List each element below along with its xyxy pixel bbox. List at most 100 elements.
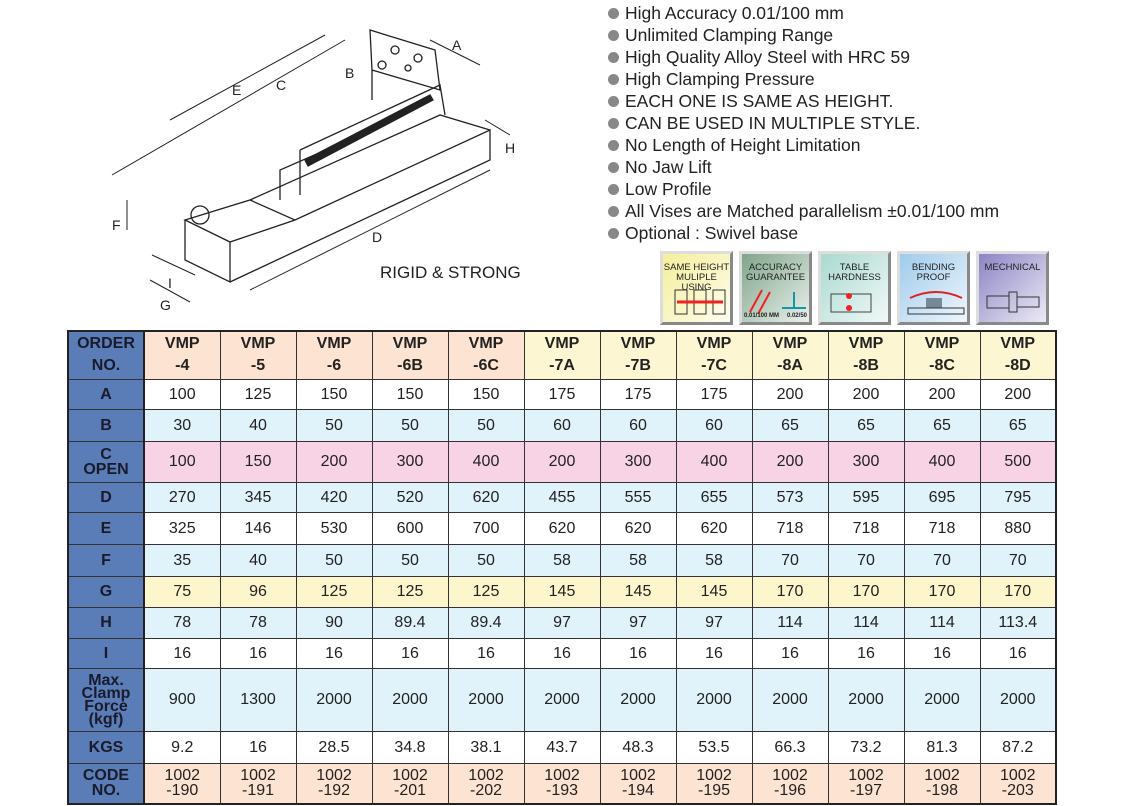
table-cell: 1002-194 xyxy=(599,762,677,805)
table-cell: 65 xyxy=(979,408,1057,442)
feature-item: High Clamping Pressure xyxy=(608,68,999,90)
cell-line: (kgf) xyxy=(88,710,124,728)
table-cell: 58 xyxy=(523,543,601,577)
table-cell: 53.5 xyxy=(675,730,753,764)
cell-line: 1002 xyxy=(924,767,960,785)
cell-line: -8B xyxy=(853,357,879,375)
row-label: B xyxy=(67,408,145,442)
feature-text: No Jaw Lift xyxy=(625,157,712,177)
table-cell: 16 xyxy=(751,637,829,669)
table-cell: 2000 xyxy=(295,667,373,732)
table-cell: 50 xyxy=(447,543,525,577)
table-cell: 50 xyxy=(447,408,525,442)
table-cell: 200 xyxy=(827,378,905,410)
table-cell: 573 xyxy=(751,481,829,513)
feature-text: High Clamping Pressure xyxy=(625,69,815,89)
table-cell: 97 xyxy=(523,606,601,639)
table-cell: 1002-203 xyxy=(979,762,1057,805)
cell-line: -190 xyxy=(166,782,199,800)
model-header: VMP-7C xyxy=(675,330,753,380)
table-cell: 1002-191 xyxy=(219,762,297,805)
table-cell: 58 xyxy=(675,543,753,577)
table-cell: 300 xyxy=(371,440,449,483)
feature-text: CAN BE USED IN MULTIPLE STYLE. xyxy=(625,113,921,133)
cell-line: -193 xyxy=(545,782,579,800)
row-label: E xyxy=(67,511,145,545)
cell-line: 1002 xyxy=(164,767,201,785)
table-cell: 70 xyxy=(827,543,905,577)
cell-line: -7A xyxy=(549,357,575,375)
table-cell: 113.4 xyxy=(979,606,1057,639)
table-cell: 400 xyxy=(903,440,981,483)
feature-item: CAN BE USED IN MULTIPLE STYLE. xyxy=(608,112,999,134)
badge-title: SAME HEIGHT MULIPLE USING xyxy=(663,262,730,293)
cell-line: VMP xyxy=(468,335,504,353)
table-cell: 795 xyxy=(979,481,1057,513)
bending-proof-badge: BENDING PROOF xyxy=(897,251,970,325)
table-cell: 16 xyxy=(143,637,221,669)
row-label: G xyxy=(67,575,145,608)
feature-badges: SAME HEIGHT MULIPLE USING ACCURACY GUARAN… xyxy=(660,251,1049,325)
table-cell: 28.5 xyxy=(295,730,373,764)
badge-sub1: 0.01/100 MM xyxy=(744,313,780,319)
table-cell: 150 xyxy=(447,378,525,410)
table-cell: 16 xyxy=(979,637,1057,669)
cell-line: OPEN xyxy=(83,460,129,478)
table-cell: 145 xyxy=(675,575,753,608)
table-cell: 200 xyxy=(751,440,829,483)
table-cell: 34.8 xyxy=(371,730,449,764)
cell-line: 1002 xyxy=(468,767,504,785)
table-cell: 555 xyxy=(599,481,677,513)
table-cell: 100 xyxy=(143,440,221,483)
table-cell: 78 xyxy=(143,606,221,639)
table-cell: 125 xyxy=(371,575,449,608)
table-cell: 16 xyxy=(599,637,677,669)
table-cell: 38.1 xyxy=(447,730,525,764)
label-e: E xyxy=(232,82,241,98)
table-cell: 78 xyxy=(219,606,297,639)
table-cell: 1002-190 xyxy=(143,762,221,805)
model-header: VMP-4 xyxy=(143,330,221,380)
table-cell: 200 xyxy=(295,440,373,483)
bullet-icon xyxy=(608,7,619,19)
badge-sub2: 0.02/50 xyxy=(786,313,807,319)
model-header: VMP-8A xyxy=(751,330,829,380)
cell-line: VMP xyxy=(164,335,200,353)
tagline: RIGID & STRONG xyxy=(380,263,521,282)
table-cell: 16 xyxy=(827,637,905,669)
label-c: C xyxy=(276,77,286,93)
table-cell: 145 xyxy=(599,575,677,608)
table-cell: 1002-197 xyxy=(827,762,905,805)
feature-item: EACH ONE IS SAME AS HEIGHT. xyxy=(608,90,999,112)
cell-line: NO. xyxy=(91,782,121,800)
table-cell: 16 xyxy=(903,637,981,669)
feature-text: High Accuracy 0.01/100 mm xyxy=(625,3,844,23)
bullet-icon xyxy=(608,51,619,63)
badge-title: ACCURACY GUARANTEE xyxy=(745,262,806,283)
mechanical-badge: MECHNICAL xyxy=(976,251,1049,325)
cell-line: 1002 xyxy=(544,767,580,785)
table-cell: 2000 xyxy=(979,667,1057,732)
table-cell: 16 xyxy=(523,637,601,669)
table-cell: 175 xyxy=(675,378,753,410)
table-cell: 43.7 xyxy=(523,730,601,764)
table-cell: 500 xyxy=(979,440,1057,483)
table-cell: 600 xyxy=(371,511,449,545)
table-cell: 16 xyxy=(295,637,373,669)
badge-title: BENDING PROOF xyxy=(911,262,956,283)
table-cell: 620 xyxy=(599,511,677,545)
cell-line: -8D xyxy=(1004,357,1031,375)
cell-line: -7B xyxy=(625,357,651,375)
model-header: VMP-5 xyxy=(219,330,297,380)
table-cell: 400 xyxy=(675,440,753,483)
